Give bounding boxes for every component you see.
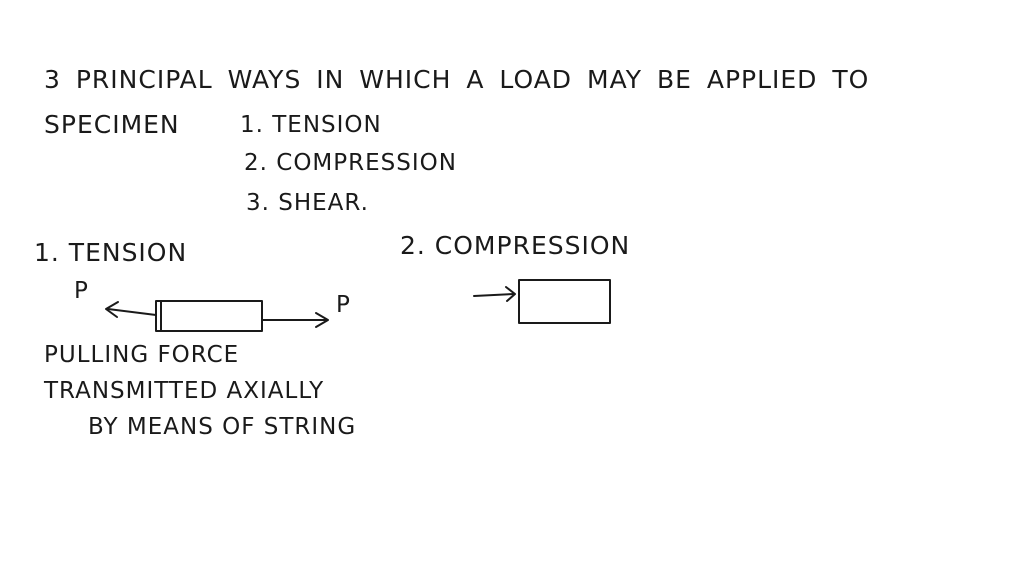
compression-push-arrow bbox=[473, 286, 516, 302]
tension-note-2: TRANSMITTED AXIALLY bbox=[44, 378, 325, 404]
heading-line-1: 3 PRINCIPAL WAYS IN WHICH A LOAD MAY BE … bbox=[44, 65, 870, 94]
compression-specimen bbox=[518, 279, 611, 324]
tension-right-arrow bbox=[261, 312, 329, 328]
tension-note-1: PULLING FORCE bbox=[44, 342, 240, 368]
compression-title: 2. COMPRESSION bbox=[400, 231, 631, 260]
list-item-shear: 3. SHEAR. bbox=[246, 190, 369, 216]
tension-left-arrow bbox=[105, 301, 157, 318]
tension-note-3: BY MEANS OF STRING bbox=[88, 414, 357, 440]
tension-left-force-label: P bbox=[74, 278, 89, 304]
heading-line-2: SPECIMEN bbox=[44, 110, 180, 139]
tension-specimen bbox=[155, 300, 263, 332]
list-item-compression: 2. COMPRESSION bbox=[244, 150, 457, 176]
tension-right-force-label: P bbox=[336, 292, 351, 318]
tension-title: 1. TENSION bbox=[34, 238, 188, 267]
list-item-tension: 1. TENSION bbox=[240, 112, 382, 138]
